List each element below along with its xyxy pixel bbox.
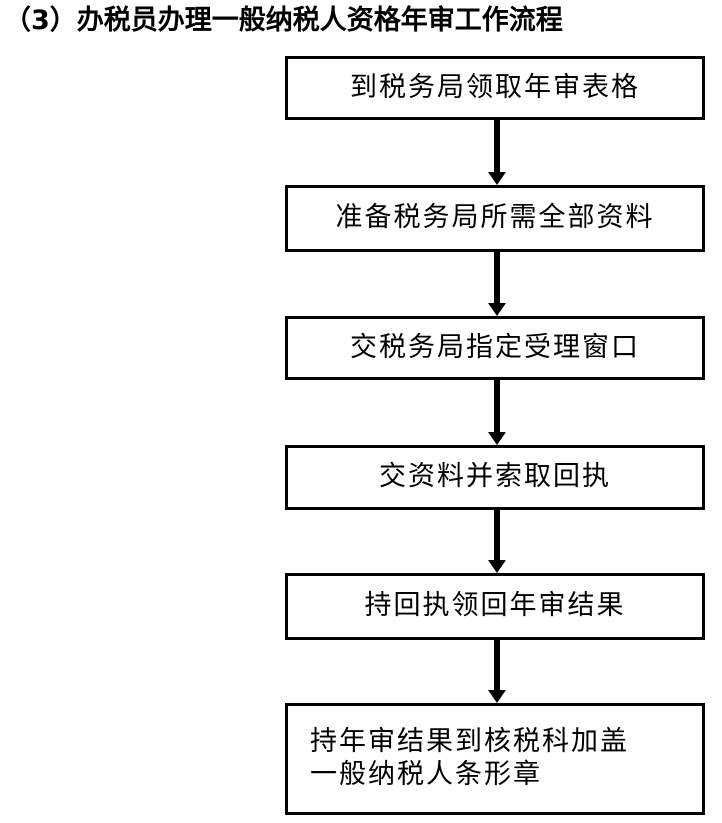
flow-edge-step3-step4-arrowhead-icon bbox=[488, 432, 506, 445]
flow-node-step3[interactable]: 交税务局指定受理窗口 bbox=[285, 316, 705, 380]
flow-edge-step5-step6-line bbox=[494, 640, 500, 690]
flow-node-step4[interactable]: 交资料并索取回执 bbox=[285, 445, 705, 510]
flow-edge-step3-step4-line bbox=[494, 380, 500, 432]
flow-edge-step1-step2-arrowhead-icon bbox=[488, 172, 506, 185]
flow-node-step2-label: 准备税务局所需全部资料 bbox=[335, 202, 655, 234]
page-title: （3）办税员办理一般纳税人资格年审工作流程 bbox=[4, 5, 563, 36]
flow-edge-step4-step5-arrowhead-icon bbox=[488, 560, 506, 573]
flow-edge-step2-step3-line bbox=[494, 252, 500, 303]
flow-node-step1[interactable]: 到税务局领取年审表格 bbox=[285, 56, 705, 120]
flow-node-step4-label: 交资料并索取回执 bbox=[379, 461, 611, 493]
flow-edge-step4-step5-line bbox=[494, 510, 500, 560]
flow-node-step5-label: 持回执领回年审结果 bbox=[364, 590, 626, 622]
flow-node-step3-label: 交税务局指定受理窗口 bbox=[350, 331, 640, 363]
flow-node-step1-label: 到税务局领取年审表格 bbox=[350, 71, 640, 103]
flow-edge-step5-step6-arrowhead-icon bbox=[488, 690, 506, 703]
flow-edge-step1-step2-line bbox=[494, 120, 500, 172]
flow-node-step2[interactable]: 准备税务局所需全部资料 bbox=[285, 185, 705, 252]
flow-node-step6[interactable]: 持年审结果到核税科加盖 一般纳税人条形章 bbox=[285, 703, 705, 815]
flow-edge-step2-step3-arrowhead-icon bbox=[488, 303, 506, 316]
flow-node-step5[interactable]: 持回执领回年审结果 bbox=[285, 573, 705, 640]
flow-node-step6-label: 持年审结果到核税科加盖 一般纳税人条形章 bbox=[310, 726, 629, 790]
